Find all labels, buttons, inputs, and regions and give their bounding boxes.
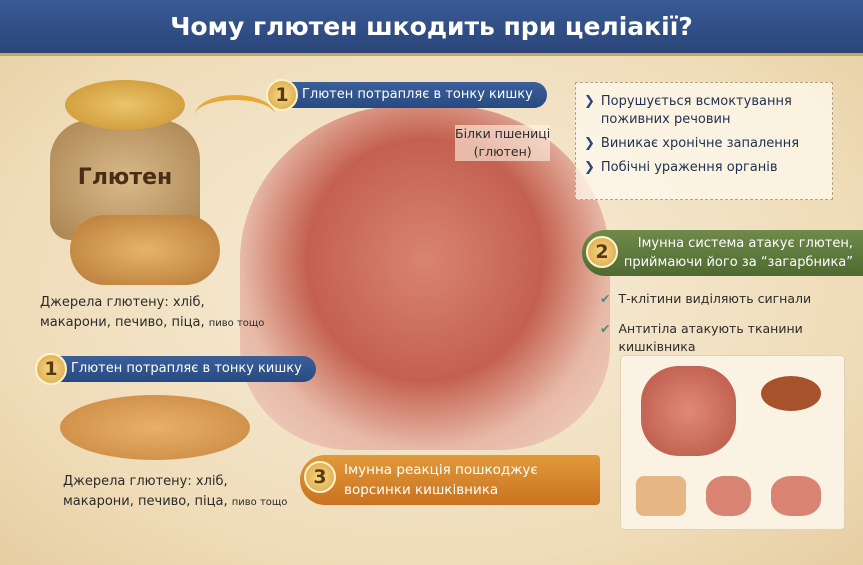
arrow-icon: [195, 95, 275, 135]
effect-item: ❯ Побічні ураження органів: [584, 159, 824, 177]
banner-line1: Імунна реакція пошкоджує: [344, 462, 538, 478]
check-icon: ✔: [600, 321, 611, 336]
sources-line2: макарони, печиво, піца,: [40, 315, 205, 330]
wheat-grain-illustration: [65, 80, 185, 130]
step-number: 1: [35, 353, 67, 385]
label-line2: (глютен): [473, 144, 532, 159]
step-label: Глютен потрапляє в тонку кишку: [71, 361, 302, 376]
sources-line2: макарони, печиво, піца,: [63, 494, 228, 509]
gluten-sources-top: Джерела глютену: хліб, макарони, печиво,…: [40, 293, 264, 334]
sources-small: пиво тощо: [231, 497, 288, 508]
point-text: Т-клітини виділяють сигнали: [618, 291, 812, 306]
point-text: Антитіла атакують тканини кишківника: [618, 321, 803, 354]
banner-line2: ворсинки кишківника: [344, 482, 499, 498]
check-icon: ✔: [600, 291, 611, 306]
sack-label: Глютен: [77, 165, 173, 190]
sources-small: пиво тощо: [208, 318, 265, 329]
banner-line2: приймаючи його за “загарбника”: [623, 255, 853, 270]
effect-item: ❯ Виникає хронічне запалення: [584, 135, 824, 153]
sources-line1: Джерела глютену: хліб,: [40, 295, 205, 310]
step2-banner: 2 Імунна система атакує глютен, приймаюч…: [582, 230, 863, 276]
effect-text: Порушується всмоктування поживних речови…: [600, 94, 792, 127]
sources-line1: Джерела глютену: хліб,: [63, 474, 228, 489]
effect-text: Побічні ураження органів: [600, 160, 778, 175]
chevron-icon: ❯: [584, 160, 595, 175]
wheat-proteins-label: Білки пшениці (глютен): [455, 125, 551, 161]
banner-line1: Імунна система атакує глютен,: [637, 236, 853, 251]
bread-illustration: [70, 215, 220, 285]
chevron-icon: ❯: [584, 136, 595, 151]
step-number: 3: [304, 461, 336, 493]
page-title: Чому глютен шкодить при целіакії?: [0, 0, 863, 56]
label-line1: Білки пшениці: [455, 126, 551, 141]
chevron-icon: ❯: [584, 94, 595, 109]
step1-top-pill: 1 Глютен потрапляє в тонку кишку: [266, 79, 547, 111]
step-number: 1: [266, 79, 298, 111]
gluten-sources-bottom: Джерела глютену: хліб, макарони, печиво,…: [63, 472, 287, 513]
effect-item: ❯ Порушується всмоктування поживних речов…: [584, 93, 824, 129]
step-label: Глютен потрапляє в тонку кишку: [302, 87, 533, 102]
step2-point: ✔ Антитіла атакують тканини кишківника: [600, 320, 830, 356]
pizza-foods-illustration: [60, 395, 250, 460]
step-number: 2: [586, 236, 618, 268]
intestine-cross-section-illustration: [240, 105, 610, 450]
affected-organs-illustration: [620, 355, 845, 530]
effect-text: Виникає хронічне запалення: [600, 136, 800, 151]
step2-point: ✔ Т-клітини виділяють сигнали: [600, 290, 811, 308]
effects-box: ❯ Порушується всмоктування поживних речов…: [575, 82, 833, 200]
step1-left-pill: 1 Глютен потрапляє в тонку кишку: [35, 353, 316, 385]
step3-banner: 3 Імунна реакція пошкоджує ворсинки кишк…: [300, 455, 600, 505]
